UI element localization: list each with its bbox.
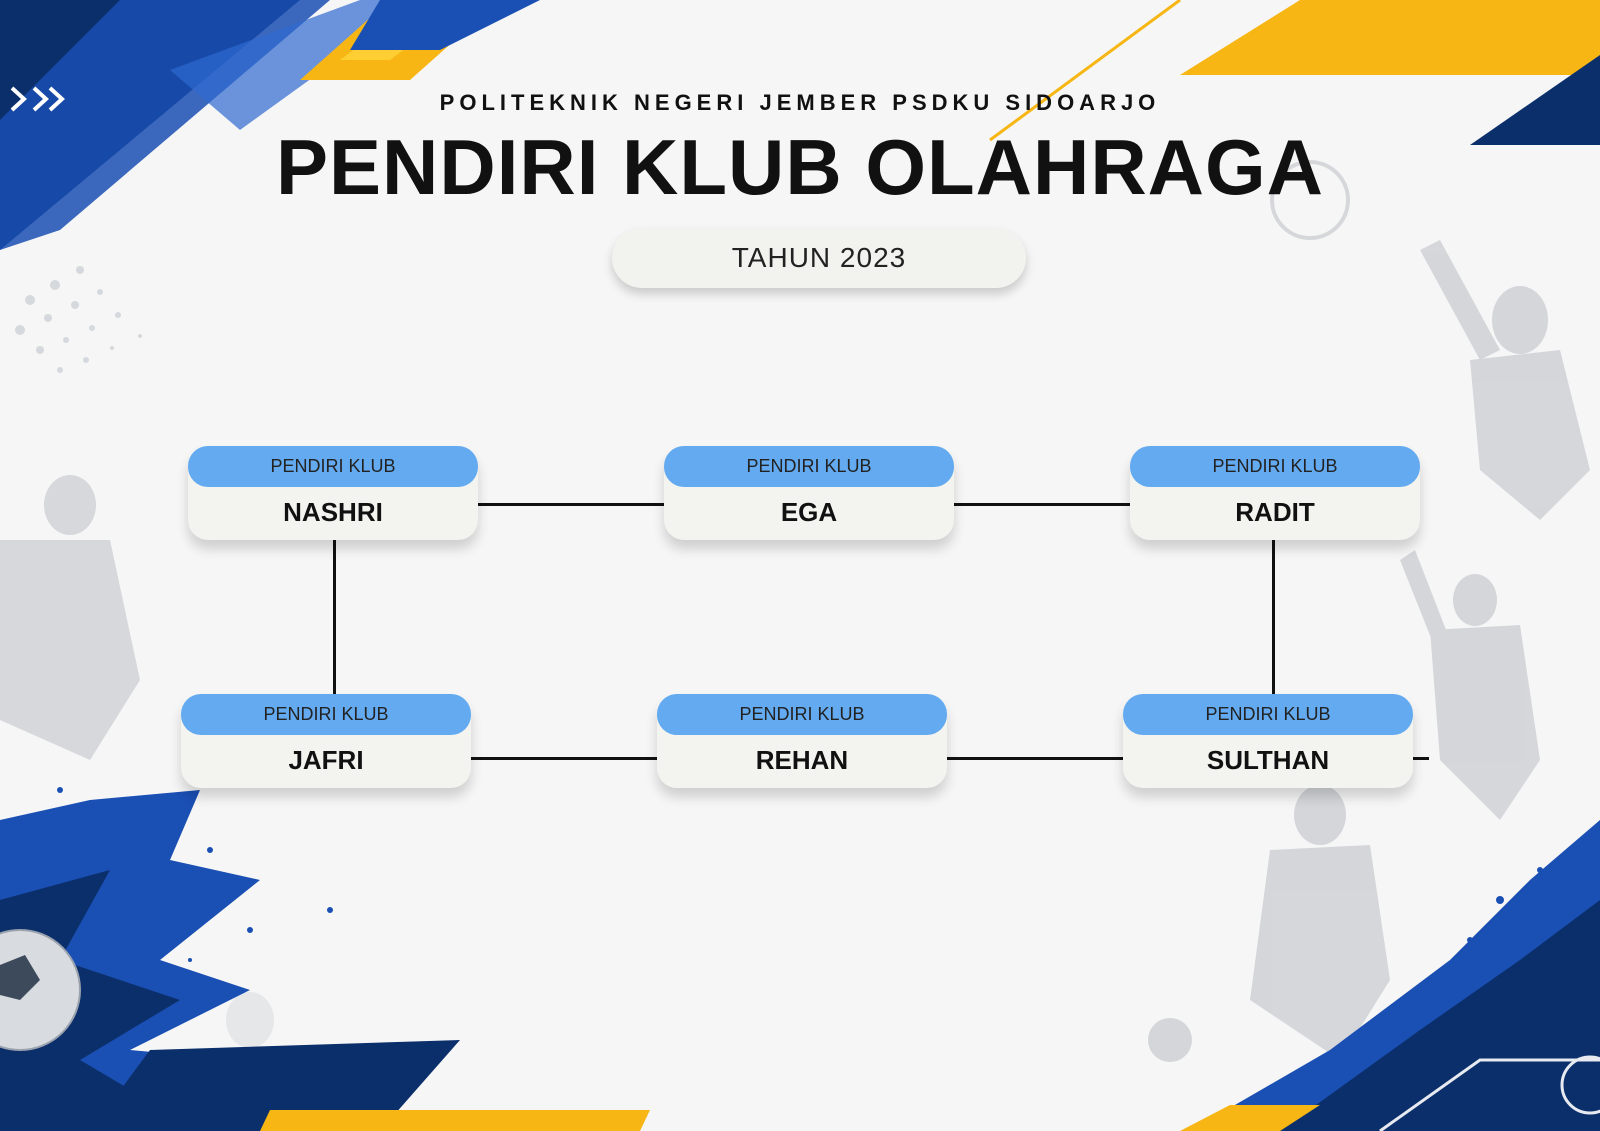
founder-card-sulthan: PENDIRI KLUB SULTHAN [1123,694,1413,788]
founder-card-radit: PENDIRI KLUB RADIT [1130,446,1420,540]
connector-sulthan-tail [1413,757,1429,760]
connector-radit-sulthan [1272,540,1275,696]
founder-role-label: PENDIRI KLUB [664,446,954,487]
connector-nashri-ega [478,503,664,506]
founder-role-label: PENDIRI KLUB [188,446,478,487]
founder-card-ega: PENDIRI KLUB EGA [664,446,954,540]
year-label: TAHUN 2023 [731,242,907,273]
founder-card-jafri: PENDIRI KLUB JAFRI [181,694,471,788]
connector-ega-radit [954,503,1130,506]
founder-name: JAFRI [288,744,364,775]
connector-rehan-sulthan [947,757,1123,760]
founder-card-rehan: PENDIRI KLUB REHAN [657,694,947,788]
founder-role-label: PENDIRI KLUB [1123,694,1413,735]
founder-role-label: PENDIRI KLUB [1130,446,1420,487]
founder-name: EGA [780,496,838,527]
connector-jafri-rehan [471,757,657,760]
founder-role-label: PENDIRI KLUB [657,694,947,735]
founder-name: SULTHAN [1206,744,1330,775]
founder-name: RADIT [1235,496,1315,527]
connector-nashri-jafri [333,540,336,696]
founder-name: REHAN [755,744,849,775]
founder-name: NASHRI [283,496,383,527]
institution-subtitle: POLITEKNIK NEGERI JEMBER PSDKU SIDOARJO [439,90,1161,115]
founder-card-nashri: PENDIRI KLUB NASHRI [188,446,478,540]
page-title: PENDIRI KLUB OLAHRAGA [276,123,1324,211]
founder-role-label: PENDIRI KLUB [181,694,471,735]
year-badge: TAHUN 2023 [612,228,1026,288]
